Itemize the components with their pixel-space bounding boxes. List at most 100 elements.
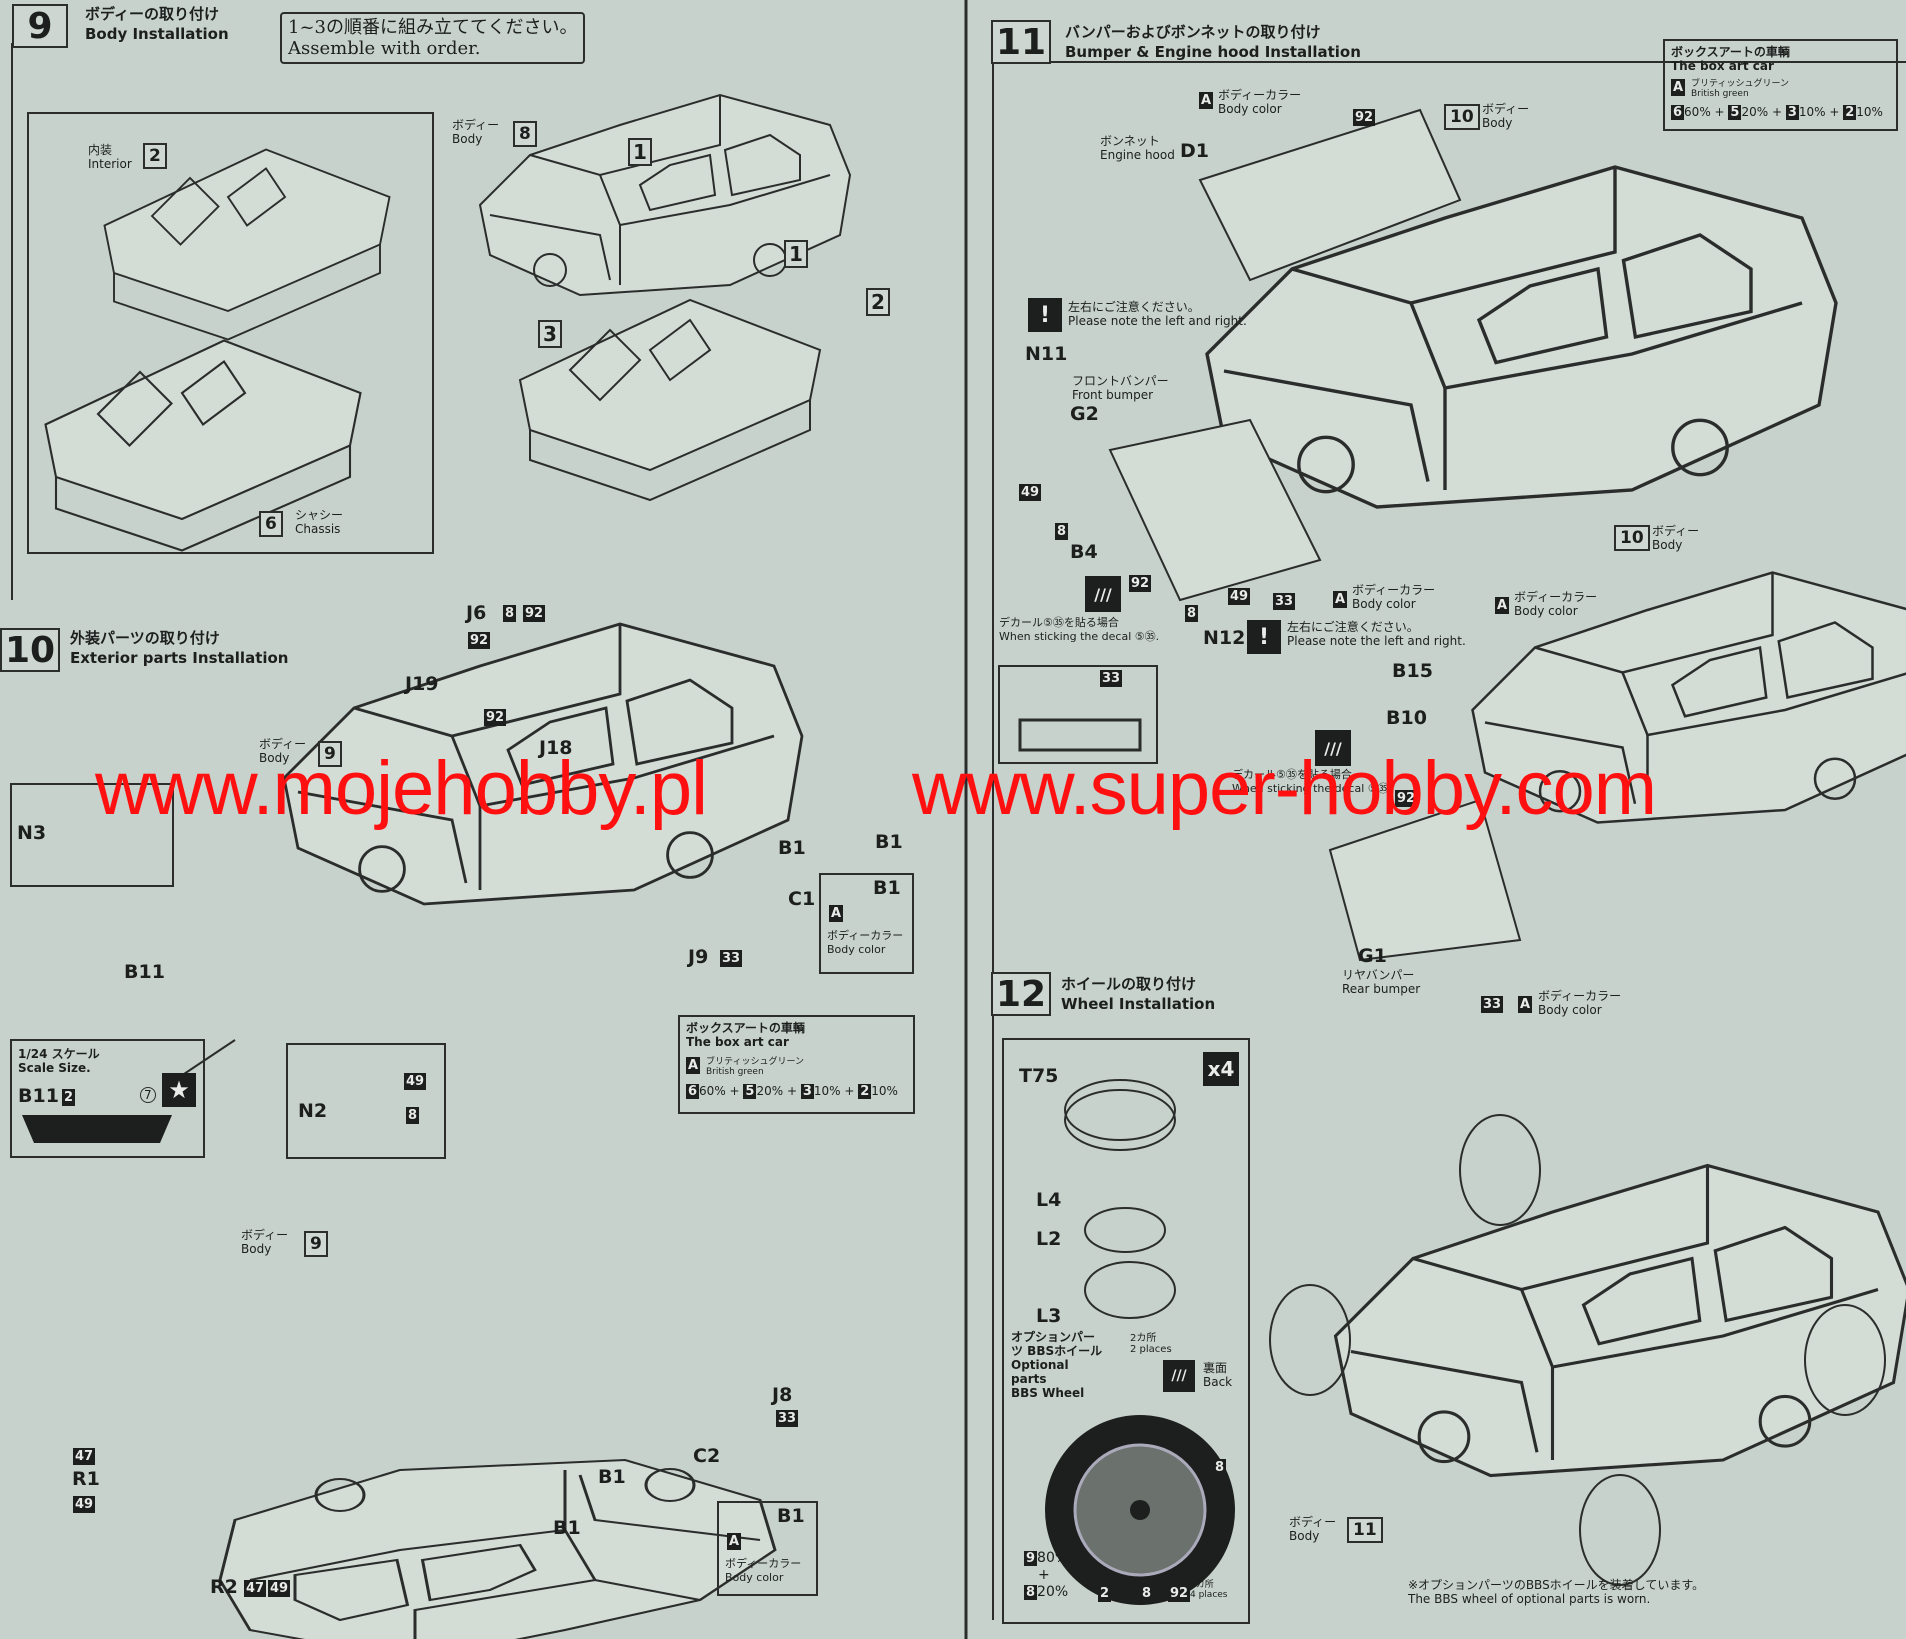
part-b1: B1 bbox=[777, 1505, 805, 1527]
paint-2: 2 bbox=[62, 1089, 76, 1106]
part-n11: N11 bbox=[1025, 343, 1068, 365]
part-b4: B4 bbox=[1070, 541, 1098, 563]
step-10-number: 10 bbox=[0, 628, 60, 672]
order-note-en: Assemble with order. bbox=[288, 38, 481, 59]
color-code: A bbox=[1199, 92, 1214, 109]
caution-note: 左右にご注意ください。Please note the left and righ… bbox=[1287, 620, 1466, 648]
paint-8: 8 bbox=[503, 605, 517, 622]
paint-49: 49 bbox=[1019, 484, 1042, 501]
order-note-ja: 1~3の順番に組み立ててください。 bbox=[288, 17, 578, 38]
step-11-number: 11 bbox=[991, 20, 1051, 64]
paint-8: 8 bbox=[1185, 605, 1199, 622]
part-j8: J8 bbox=[772, 1384, 793, 1406]
n2-detail-panel: N2 49 8 bbox=[286, 1043, 446, 1159]
part-b1: B1 bbox=[778, 837, 806, 859]
part-b1: B1 bbox=[875, 831, 903, 853]
part-g1: G1 bbox=[1358, 945, 1387, 967]
body-ref: 11 bbox=[1347, 1517, 1383, 1543]
paint-47: 47 bbox=[73, 1448, 96, 1465]
step-9-title: ボディーの取り付け Body Installation bbox=[85, 4, 229, 44]
part-b11: B11 bbox=[124, 961, 165, 983]
decal-icon: /// bbox=[1085, 576, 1121, 612]
color-code: A bbox=[1671, 79, 1686, 96]
paint-49: 49 bbox=[268, 1580, 291, 1597]
part-n2: N2 bbox=[298, 1100, 328, 1122]
part-b1: B1 bbox=[598, 1466, 626, 1488]
paint-33: 33 bbox=[1273, 593, 1296, 610]
quantity-badge: x4 bbox=[1203, 1052, 1239, 1086]
color-code: A bbox=[727, 1533, 742, 1550]
part-b1: B1 bbox=[873, 877, 901, 899]
part-b10: B10 bbox=[1386, 707, 1427, 729]
paint-8: 8 bbox=[1140, 1585, 1154, 1602]
step-9-title-en: Body Installation bbox=[85, 25, 229, 43]
decal-icon: /// bbox=[1315, 730, 1351, 766]
part-d1: D1 bbox=[1180, 140, 1209, 162]
bbs-footnote: ※オプションパーツのBBSホイールを装着しています。The BBS wheel … bbox=[1408, 1578, 1705, 1606]
n3-detail-panel bbox=[10, 783, 174, 887]
body-ref: 9 bbox=[304, 1231, 328, 1257]
part-n12: N12 bbox=[1203, 627, 1246, 649]
decal-number: 7 bbox=[140, 1087, 156, 1103]
assemble-order-note: 1~3の順番に組み立ててください。 Assemble with order. bbox=[280, 12, 586, 64]
part-j6: J6 bbox=[466, 602, 487, 624]
paint-49: 49 bbox=[404, 1073, 427, 1090]
paint-33: 33 bbox=[1481, 996, 1504, 1013]
paint-33: 33 bbox=[1100, 670, 1123, 687]
interior-ref: 2 bbox=[143, 143, 167, 169]
part-r1: R1 bbox=[72, 1468, 100, 1490]
body-ref: 10 bbox=[1614, 525, 1650, 551]
paint-33: 33 bbox=[776, 1410, 799, 1427]
part-j9: J9 bbox=[688, 946, 709, 968]
order-mark-2: 2 bbox=[866, 288, 890, 316]
part-b15: B15 bbox=[1392, 660, 1433, 682]
step-12-number: 12 bbox=[991, 972, 1051, 1016]
order-mark-1: 1 bbox=[628, 138, 652, 166]
watermark-super-hobby: www.super-hobby.com bbox=[912, 746, 1657, 831]
paint-8: 8 bbox=[406, 1107, 420, 1124]
part-j18: J18 bbox=[539, 737, 573, 759]
star-decal-icon: ★ bbox=[162, 1073, 196, 1107]
part-c2: C2 bbox=[693, 1445, 721, 1467]
order-mark-3: 3 bbox=[538, 320, 562, 348]
body-ref: 8 bbox=[513, 121, 537, 147]
part-t75: T75 bbox=[1019, 1065, 1059, 1087]
part-b1: B1 bbox=[553, 1517, 581, 1539]
paint-92: 92 bbox=[523, 605, 546, 622]
paint-33: 33 bbox=[720, 950, 743, 967]
body-ref: 9 bbox=[318, 741, 342, 767]
part-c1: C1 bbox=[788, 888, 816, 910]
color-code: A bbox=[1495, 597, 1510, 614]
part-g2: G2 bbox=[1070, 403, 1099, 425]
color-code: A bbox=[1518, 996, 1533, 1013]
caution-icon: ! bbox=[1247, 620, 1281, 654]
decal-icon: /// bbox=[1163, 1360, 1195, 1392]
part-n3: N3 bbox=[17, 822, 47, 844]
